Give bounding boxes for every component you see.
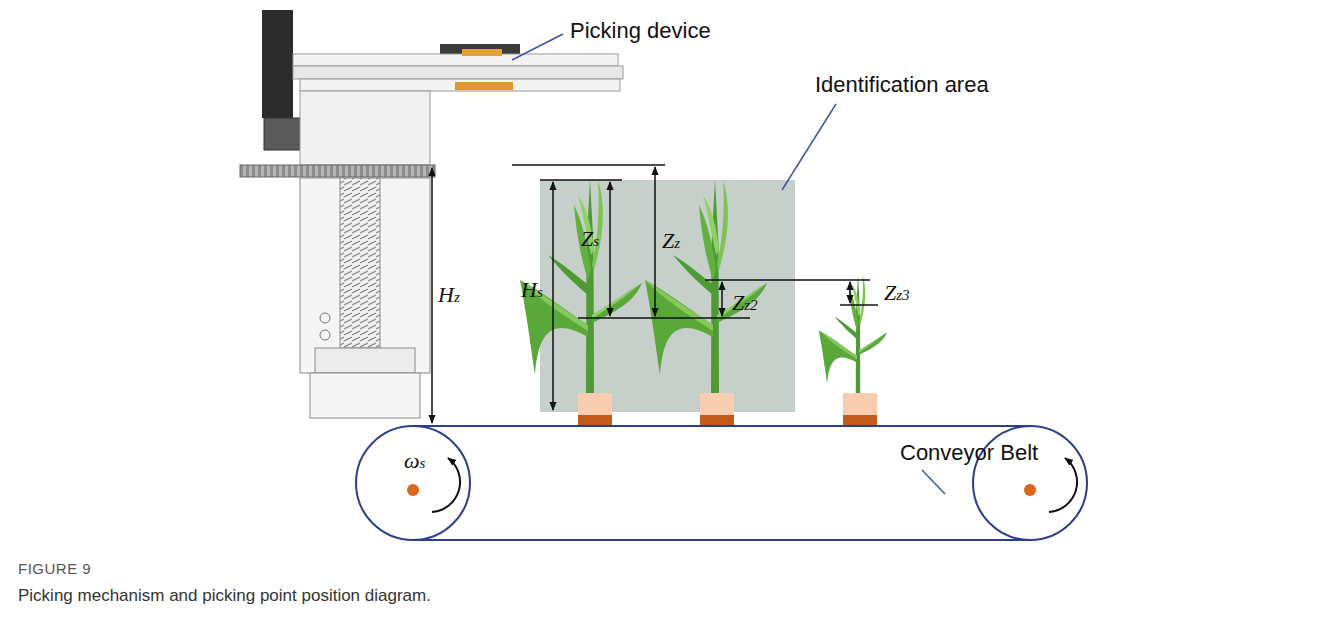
conveyor-belt	[356, 426, 1087, 540]
dimension-label: Hs	[521, 279, 543, 301]
dimension-lines	[432, 165, 878, 423]
figure-number: FIGURE 9	[18, 560, 91, 577]
dimension-label: Zs	[581, 228, 599, 250]
dimension-label: Hz	[438, 284, 460, 306]
rotation-arrow	[432, 458, 460, 512]
plants	[520, 180, 887, 425]
rotation-arrow	[1049, 458, 1077, 512]
pulley-axle	[407, 484, 419, 496]
part-name: Picking device	[570, 18, 711, 43]
dimension-label: Zz2	[732, 292, 758, 314]
pulley-axle	[1024, 484, 1036, 496]
leader-lines	[512, 34, 945, 494]
area-name: Identification area	[815, 72, 989, 97]
dimension-label: Zz	[662, 230, 680, 252]
speed-symbol: ωs	[404, 450, 425, 472]
dimension-label: Zz3	[884, 282, 910, 304]
part-name: Conveyor Belt	[900, 440, 1038, 465]
figure-caption: Picking mechanism and picking point posi…	[18, 586, 431, 606]
